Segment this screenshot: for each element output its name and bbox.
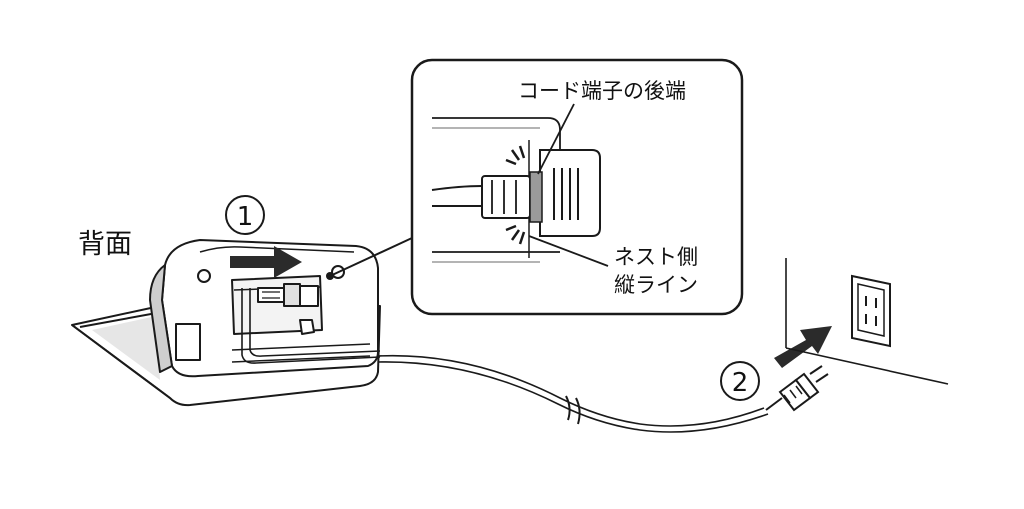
base-station [71,239,381,407]
step-1-marker: 1 [225,195,265,235]
back-view-label: 背面 [78,229,132,260]
arrow-diagonal-icon [774,326,832,368]
nest-line-label-2: 縦ライン [614,273,698,297]
step-2-marker: 2 [720,361,760,401]
arrow-right-icon [230,246,302,278]
power-cord [377,354,769,433]
detail-callout [410,58,744,316]
power-plug-icon [765,365,829,412]
svg-text:1: 1 [237,202,254,232]
wall [785,258,949,385]
cord-end-label: コード端子の後端 [518,79,686,103]
nest-line-label-1: ネスト側 [614,245,698,269]
callout-leader [326,237,413,280]
svg-text:2: 2 [732,368,749,398]
wall-outlet-icon [851,274,891,348]
